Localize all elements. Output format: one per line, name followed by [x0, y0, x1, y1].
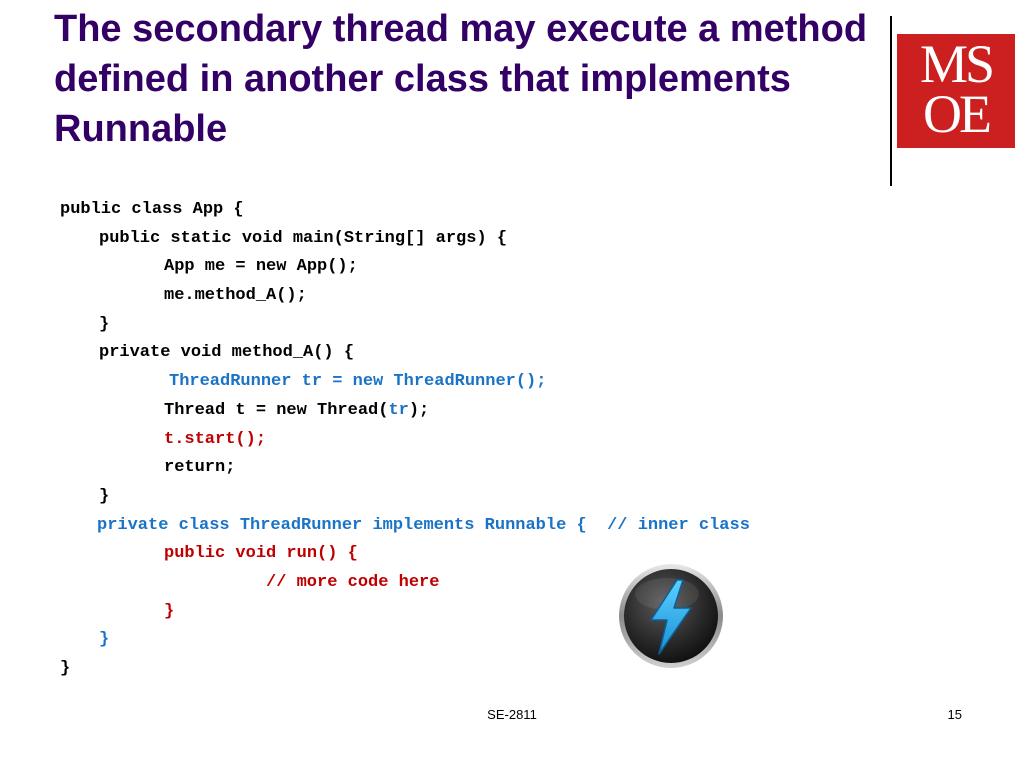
logo-text-bottom: OE [923, 84, 992, 144]
code-text: public static void main(String[] args) { [99, 228, 508, 248]
code-text: t.start(); [164, 429, 267, 449]
code-text: private class ThreadRunner implements Ru… [97, 515, 750, 535]
code-text: private void method_A() { [99, 343, 355, 363]
code-text: } [164, 601, 175, 621]
code-text: ThreadRunner tr = new ThreadRunner(); [169, 372, 547, 392]
code-line-5: } [60, 311, 109, 340]
code-line-16: } [60, 626, 109, 655]
code-line-9: t.start(); [60, 426, 266, 455]
code-line-8: Thread t = new Thread(tr); [60, 397, 429, 426]
code-text: // more code here [266, 572, 440, 592]
code-text: App me = new App(); [164, 257, 358, 277]
code-text: ); [408, 400, 430, 420]
code-text: me.method_A(); [164, 286, 307, 306]
code-text-highlight: tr [388, 400, 409, 420]
code-line-11: } [60, 483, 109, 512]
lightning-bolt-icon [619, 564, 723, 668]
code-line-7: ThreadRunner tr = new ThreadRunner(); [60, 368, 546, 397]
code-line-15: } [60, 598, 174, 627]
code-line-13: public void run() { [60, 540, 358, 569]
logo-text-top: MS [919, 34, 995, 94]
code-line-4: me.method_A(); [60, 282, 307, 311]
title-divider [890, 16, 892, 186]
code-line-3: App me = new App(); [60, 253, 358, 282]
code-line-10: return; [60, 454, 235, 483]
code-block: public class App { public static void ma… [60, 196, 750, 684]
code-text: } [99, 486, 110, 506]
code-line-12: private class ThreadRunner implements Ru… [60, 512, 750, 541]
code-text: public void run() { [164, 544, 358, 564]
code-line-2: public static void main(String[] args) { [60, 225, 507, 254]
code-text: return; [164, 458, 236, 478]
code-line-17: } [60, 655, 101, 684]
code-text: } [60, 659, 71, 678]
code-text-group: Thread t = new Thread(tr); [164, 397, 429, 426]
code-line-14: // more code here [60, 569, 439, 598]
footer-page-number: 15 [947, 707, 962, 722]
code-text: } [99, 630, 110, 650]
code-text: public class App { [60, 200, 244, 219]
code-line-6: private void method_A() { [60, 339, 354, 368]
slide-title: The secondary thread may execute a metho… [54, 8, 868, 150]
code-line-1: public class App { [60, 196, 244, 225]
msoe-logo: MS OE [897, 34, 1015, 148]
code-text: Thread t = new Thread( [164, 400, 389, 420]
footer-course-code: SE-2811 [487, 707, 537, 722]
code-text: } [99, 314, 110, 334]
